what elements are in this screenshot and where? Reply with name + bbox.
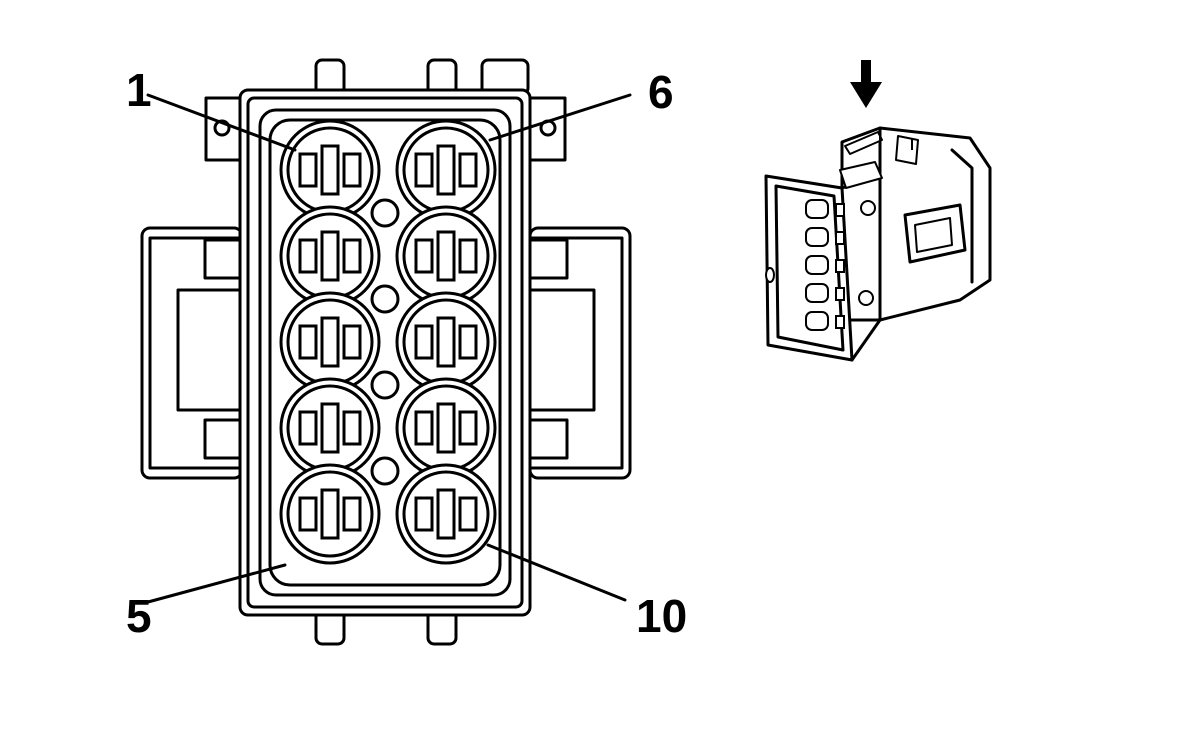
pin-label-6: 6 <box>648 66 674 118</box>
connector-isometric-view <box>764 60 992 362</box>
isometric-pin <box>805 199 845 219</box>
pin-cavity-3 <box>279 291 381 393</box>
pin-cavity-9 <box>395 377 497 479</box>
pin-cavity-7 <box>395 205 497 307</box>
pin-cavity-10 <box>395 463 497 565</box>
leader-lines <box>146 93 632 604</box>
isometric-pin <box>805 227 845 247</box>
leader-line-pin-10 <box>486 543 627 602</box>
isometric-pin <box>805 255 845 275</box>
pin-cavity-4 <box>279 377 381 479</box>
pin-cavity-grid <box>279 119 497 565</box>
pin-cavity-5 <box>279 463 381 565</box>
isometric-pin-row <box>805 199 845 331</box>
pin-cavity-1 <box>279 119 381 221</box>
pin-cavity-2 <box>279 205 381 307</box>
pin-label-5: 5 <box>126 590 152 642</box>
center-hole <box>370 198 400 228</box>
left-side-bracket <box>140 226 244 480</box>
center-hole <box>370 370 400 400</box>
connector-front-view: 1 6 5 10 <box>126 58 687 646</box>
pin-cavity-6 <box>395 119 497 221</box>
leader-line-pin-6 <box>488 93 632 142</box>
top-tabs <box>314 58 530 96</box>
isometric-pin <box>805 311 845 331</box>
pin-cavity-8 <box>395 291 497 393</box>
isometric-pin <box>805 283 845 303</box>
center-hole <box>370 456 400 486</box>
center-hole <box>370 284 400 314</box>
pin-label-1: 1 <box>126 64 152 116</box>
right-side-bracket <box>528 226 632 480</box>
leader-line-pin-1 <box>146 93 297 152</box>
down-arrow-icon <box>850 60 882 108</box>
leader-line-pin-5 <box>146 563 287 604</box>
pin-label-10: 10 <box>636 590 687 642</box>
